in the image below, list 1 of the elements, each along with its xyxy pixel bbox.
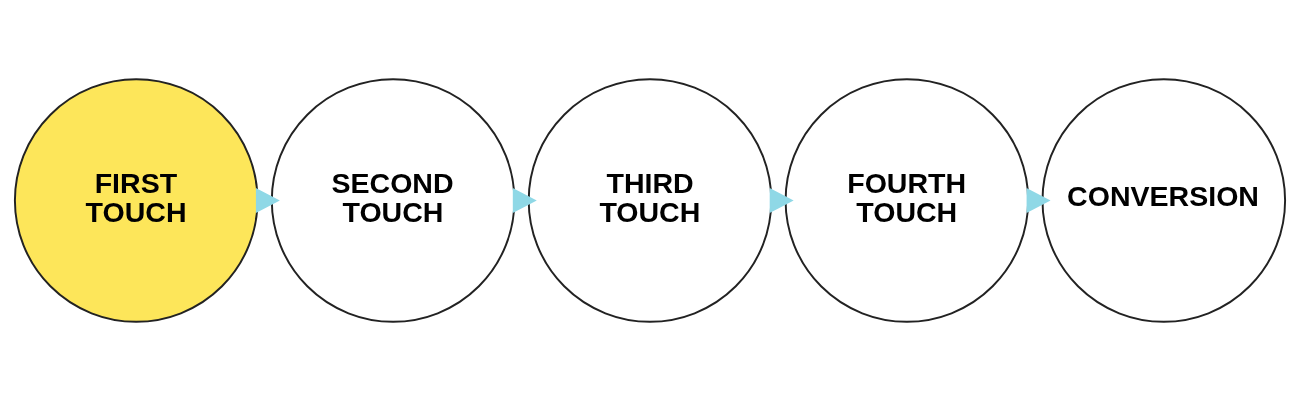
- node-circle: CONVERSION: [1041, 77, 1287, 323]
